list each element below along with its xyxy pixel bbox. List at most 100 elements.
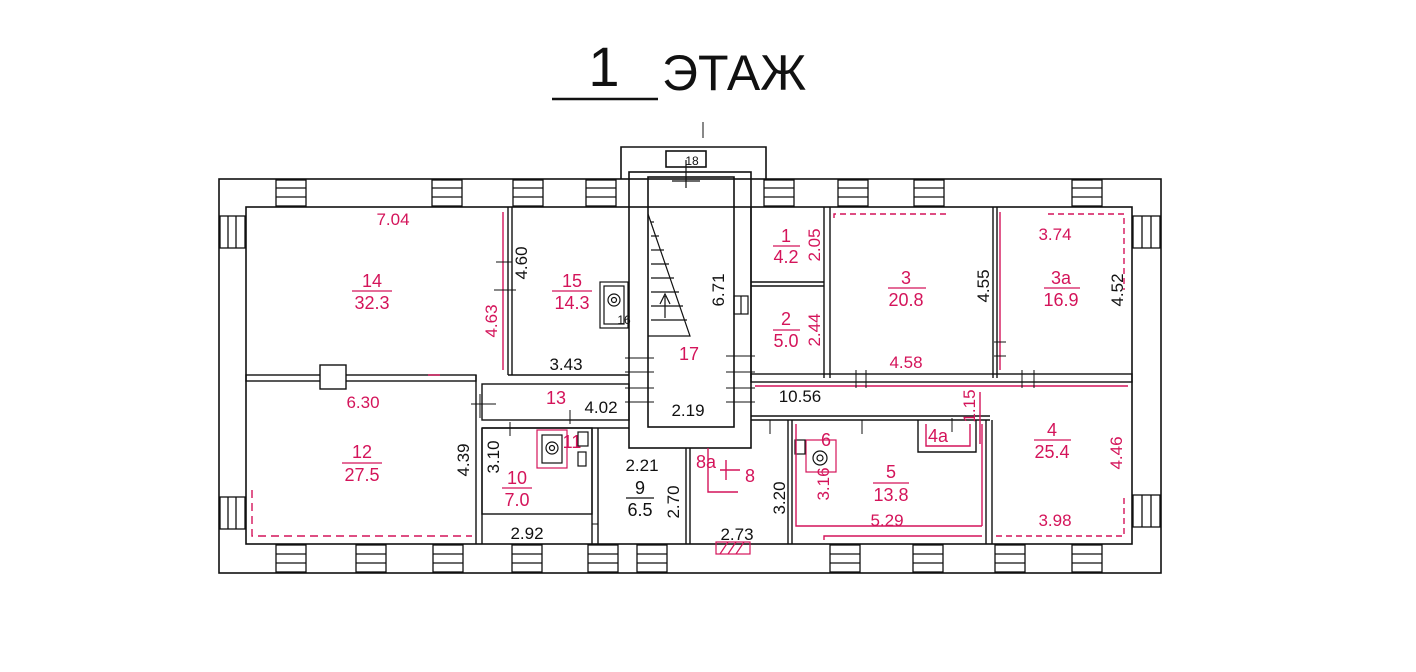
room-6-label: 6 [821,430,831,450]
room-number: 14 [362,271,382,291]
room-area: 25.4 [1034,442,1069,462]
room-number: 4 [1047,420,1057,440]
room-3a: 3а 16.9 [1043,268,1080,310]
window-top-8 [1071,179,1103,207]
window-bottom-10 [1071,544,1103,573]
room-14: 14 32.3 [352,271,392,313]
window-top-4 [585,179,617,207]
window-bottom-5 [587,544,619,573]
room-15: 15 14.3 [552,271,592,313]
room-area: 7.0 [504,490,529,510]
dim-4-55: 4.55 [974,269,993,302]
dim-5-29: 5.29 [870,511,903,530]
room-4: 4 25.4 [1034,420,1071,462]
room-area: 14.3 [554,293,589,313]
dim-3-98: 3.98 [1038,511,1071,530]
room-number: 1 [781,226,791,246]
interior-walls [245,207,1133,544]
dim-4-58: 4.58 [889,353,922,372]
dim-4-02: 4.02 [584,398,617,417]
window-right-2 [1132,494,1161,528]
room-8a-label: 8а [696,452,717,472]
dim-2-92: 2.92 [510,524,543,543]
single-labels: 17 13 11 8 8а 6 4а 18 16 [546,154,949,486]
dim-7-04: 7.04 [376,210,409,229]
room-area: 27.5 [344,465,379,485]
room-number: 12 [352,442,372,462]
room-13-label: 13 [546,388,566,408]
room-16-label: 16 [617,313,631,327]
room-5: 5 13.8 [873,462,909,505]
dim-3-20: 3.20 [770,481,789,514]
window-top-5 [763,179,795,207]
room-area: 20.8 [888,290,923,310]
room-area: 4.2 [773,247,798,267]
dim-3-43: 3.43 [549,355,582,374]
dim-4-52: 4.52 [1108,273,1127,306]
sink-icon [577,431,589,467]
dim-2-21: 2.21 [625,456,658,475]
staircase [647,160,749,337]
floor-word: ЭТАЖ [662,45,806,101]
dim-2-73: 2.73 [720,525,753,544]
room-number: 5 [886,462,896,482]
dim-2-19: 2.19 [671,401,704,420]
dimension-labels: 7.04 4.60 4.63 3.43 6.71 2.05 2.44 4.55 … [346,210,1127,544]
window-bottom-6 [636,544,668,573]
room-area: 13.8 [873,485,908,505]
window-right-1 [1132,215,1161,249]
windows [219,179,1161,573]
toilet-icon [599,281,629,329]
dim-4-39: 4.39 [454,443,473,476]
dim-3-16: 3.16 [814,467,833,500]
window-bottom-8 [912,544,944,573]
room-number: 3а [1051,268,1072,288]
room-labels: 1 4.2 2 5.0 3 20.8 3а 16.9 4 25.4 [342,226,1080,520]
window-bottom-2 [355,544,387,573]
room-11-label: 11 [563,432,582,452]
window-bottom-7 [829,544,861,573]
room-number: 9 [635,478,645,498]
dim-2-44: 2.44 [805,313,824,346]
room-number: 2 [781,309,791,329]
room-8-label: 8 [745,466,755,486]
dim-6-30: 6.30 [346,393,379,412]
window-bottom-3 [432,544,464,573]
room-3: 3 20.8 [888,268,926,310]
room-17-label: 17 [679,344,699,364]
toilet-icon [805,439,837,473]
dim-3-10: 3.10 [484,440,503,473]
room-area: 32.3 [354,293,389,313]
dim-2-05: 2.05 [805,228,824,261]
tick-marks [471,122,1035,525]
room-4a-label: 4а [928,426,949,446]
room-2: 2 5.0 [773,309,800,351]
window-left-2 [219,496,246,530]
dim-6-71: 6.71 [709,273,728,306]
window-bottom-4 [511,544,543,573]
sink-icon [794,439,806,455]
room-area: 6.5 [627,500,652,520]
dim-3-74: 3.74 [1038,225,1071,244]
window-bottom-1 [275,544,307,573]
toilet-icon [536,429,568,469]
dim-1-15: 1.15 [960,389,979,422]
dim-4-46: 4.46 [1107,436,1126,469]
dim-10-56: 10.56 [779,387,822,406]
floor-title: 1 ЭТАЖ [552,35,806,101]
window-top-6 [837,179,869,207]
window-top-2 [431,179,463,207]
room-1: 1 4.2 [773,226,800,267]
window-left-1 [219,215,246,249]
room-18-label: 18 [685,154,699,168]
fixtures [536,281,837,555]
room-10: 10 7.0 [502,468,532,510]
dim-2-70: 2.70 [664,485,683,518]
room-number: 3 [901,268,911,288]
window-top-3 [512,179,544,207]
room-area: 16.9 [1043,290,1078,310]
room-number: 10 [507,468,527,488]
room-9: 9 6.5 [626,478,654,520]
window-bottom-9 [994,544,1026,573]
